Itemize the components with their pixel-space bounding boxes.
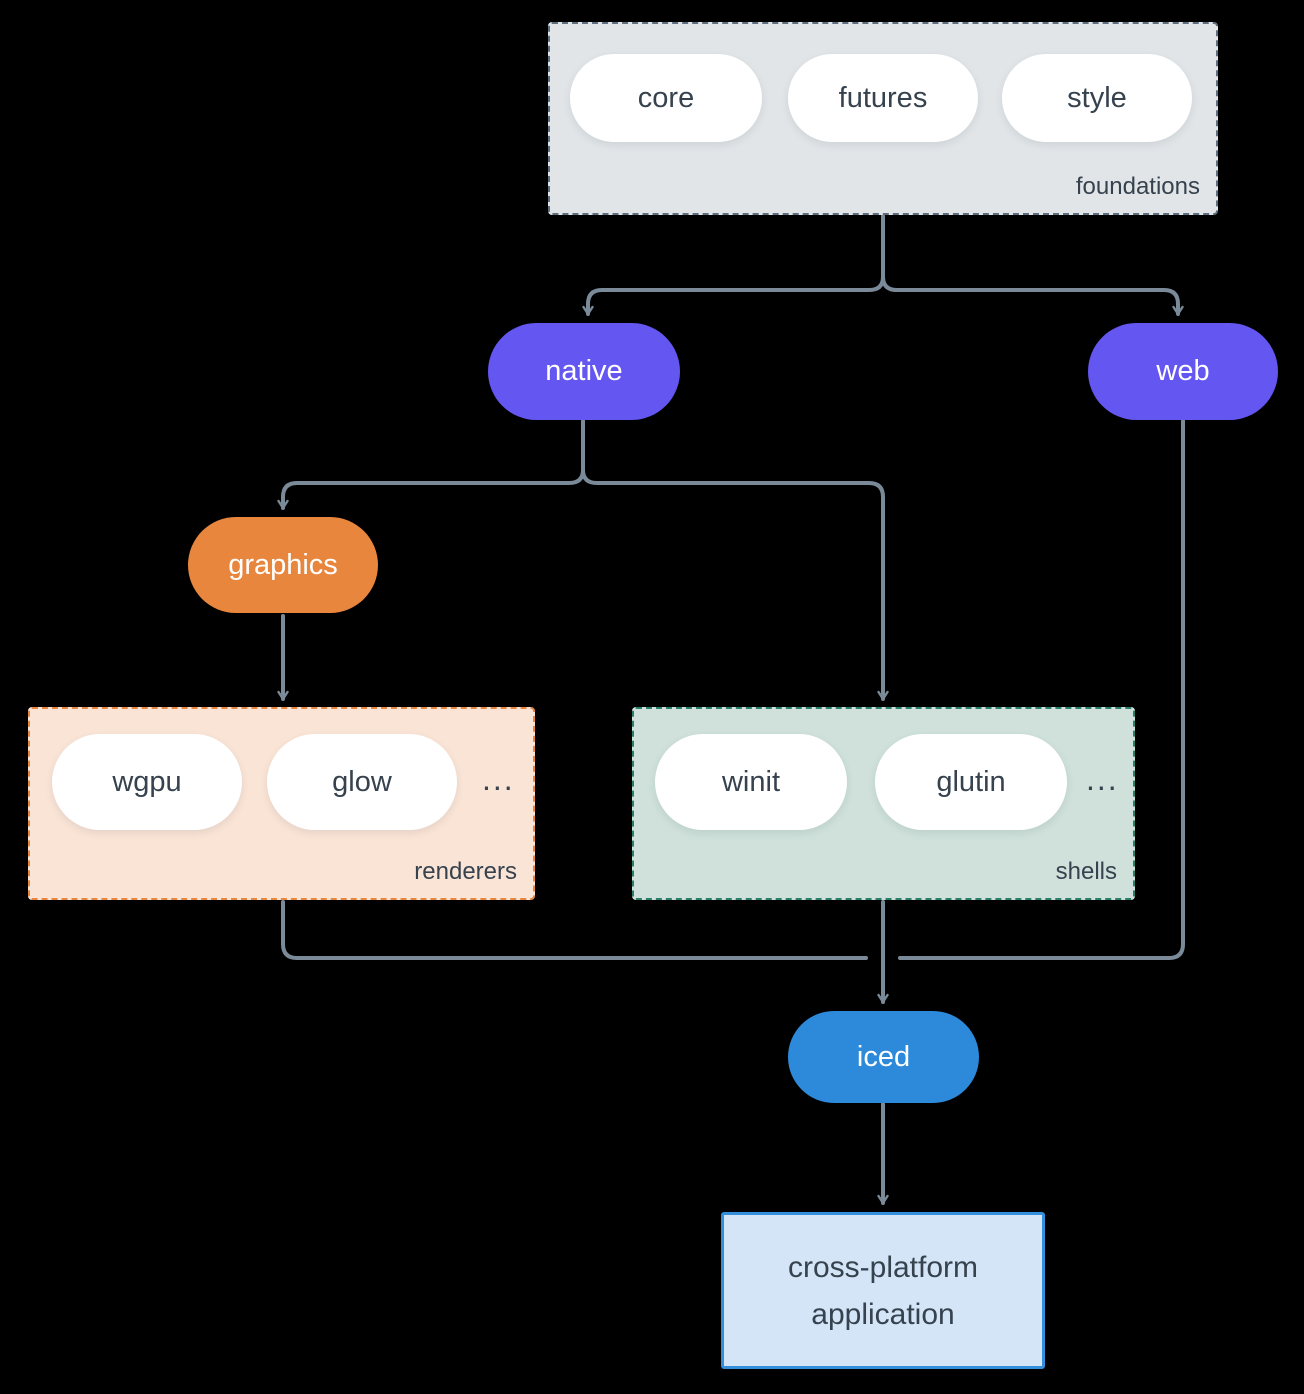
renderers-ellipsis: ... [482, 761, 515, 797]
node-style: style [1002, 54, 1192, 142]
edge-native-to-graphics [277, 468, 585, 510]
group-shells: winit glutin ... shells [632, 707, 1135, 900]
edge-native-to-shells [581, 468, 889, 701]
group-label-shells: shells [1055, 858, 1117, 885]
node-glow: glow [267, 734, 457, 830]
node-wgpu: wgpu [52, 734, 242, 830]
node-futures: futures [788, 54, 978, 142]
node-graphics: graphics [188, 517, 378, 613]
shells-ellipsis: ... [1086, 761, 1119, 797]
edge-foundations-to-native [582, 275, 885, 316]
edge-renderers-to-merge [281, 900, 868, 960]
edge-web-to-merge [898, 419, 1185, 960]
group-label-foundations: foundations [1075, 173, 1200, 200]
edge-foundations-to-web [881, 275, 1184, 316]
application-label-line2: application [811, 1297, 955, 1331]
node-winit: winit [655, 734, 847, 830]
node-iced: iced [788, 1011, 979, 1103]
node-cross-platform-application: cross-platform application [721, 1212, 1045, 1369]
node-web: web [1088, 323, 1278, 420]
group-foundations: core futures style foundations [548, 22, 1218, 215]
group-label-renderers: renderers [414, 858, 517, 885]
group-renderers: wgpu glow ... renderers [28, 707, 535, 900]
application-label-line1: cross-platform [787, 1250, 979, 1284]
node-native: native [488, 323, 680, 420]
node-glutin: glutin [875, 734, 1067, 830]
node-core: core [570, 54, 762, 142]
